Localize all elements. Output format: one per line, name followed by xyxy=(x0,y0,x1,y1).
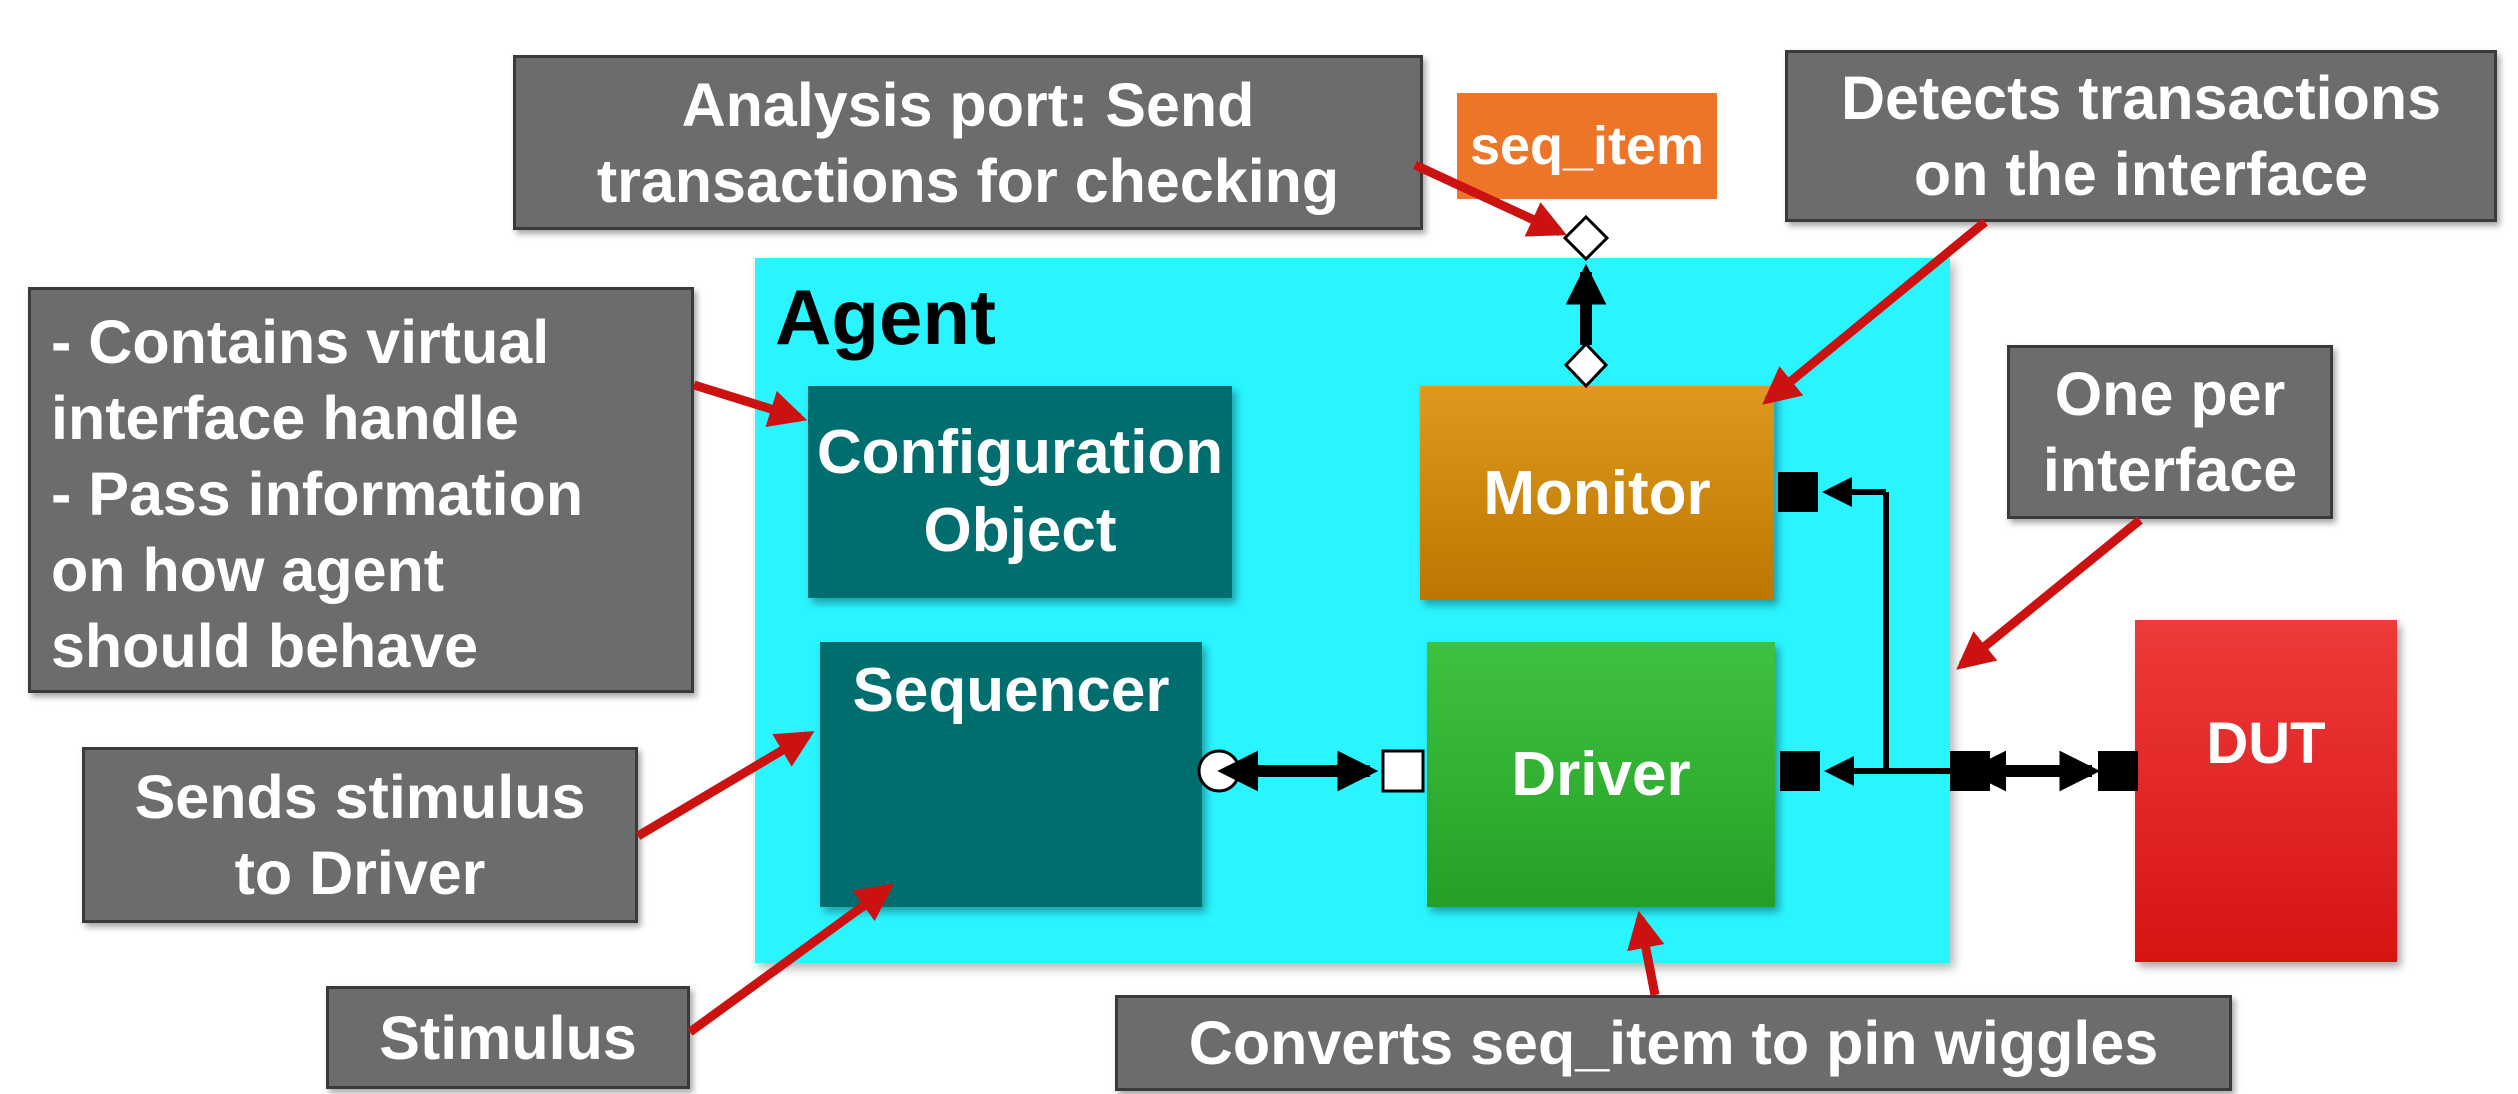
pointer-arrows xyxy=(635,160,2143,1036)
interface-bus xyxy=(1778,472,2138,792)
callout-converts: Converts seq_item to pin wiggles xyxy=(1115,995,2232,1091)
sequencer-driver-link xyxy=(1197,749,1425,793)
callout-sends-stimulus: Sends stimulus to Driver xyxy=(82,747,638,923)
dut-block: DUT xyxy=(2135,620,2397,962)
sequencer-block: Sequencer xyxy=(820,642,1202,907)
configuration-object-block: Configuration Object xyxy=(808,386,1232,598)
callout-config-info: - Contains virtual interface handle - Pa… xyxy=(28,287,694,693)
seq-item-tag: seq_item xyxy=(1457,93,1717,199)
driver-block: Driver xyxy=(1427,642,1775,907)
monitor-block: Monitor xyxy=(1420,386,1774,600)
agent-label: Agent xyxy=(775,273,996,361)
callout-analysis-port: Analysis port: Send transactions for che… xyxy=(513,55,1423,230)
callout-detects-transactions: Detects transactions on the interface xyxy=(1785,50,2497,222)
callout-one-per-interface: One per interface xyxy=(2007,345,2333,519)
callout-stimulus: Stimulus xyxy=(326,986,690,1089)
monitor-analysis-port xyxy=(1562,214,1610,389)
